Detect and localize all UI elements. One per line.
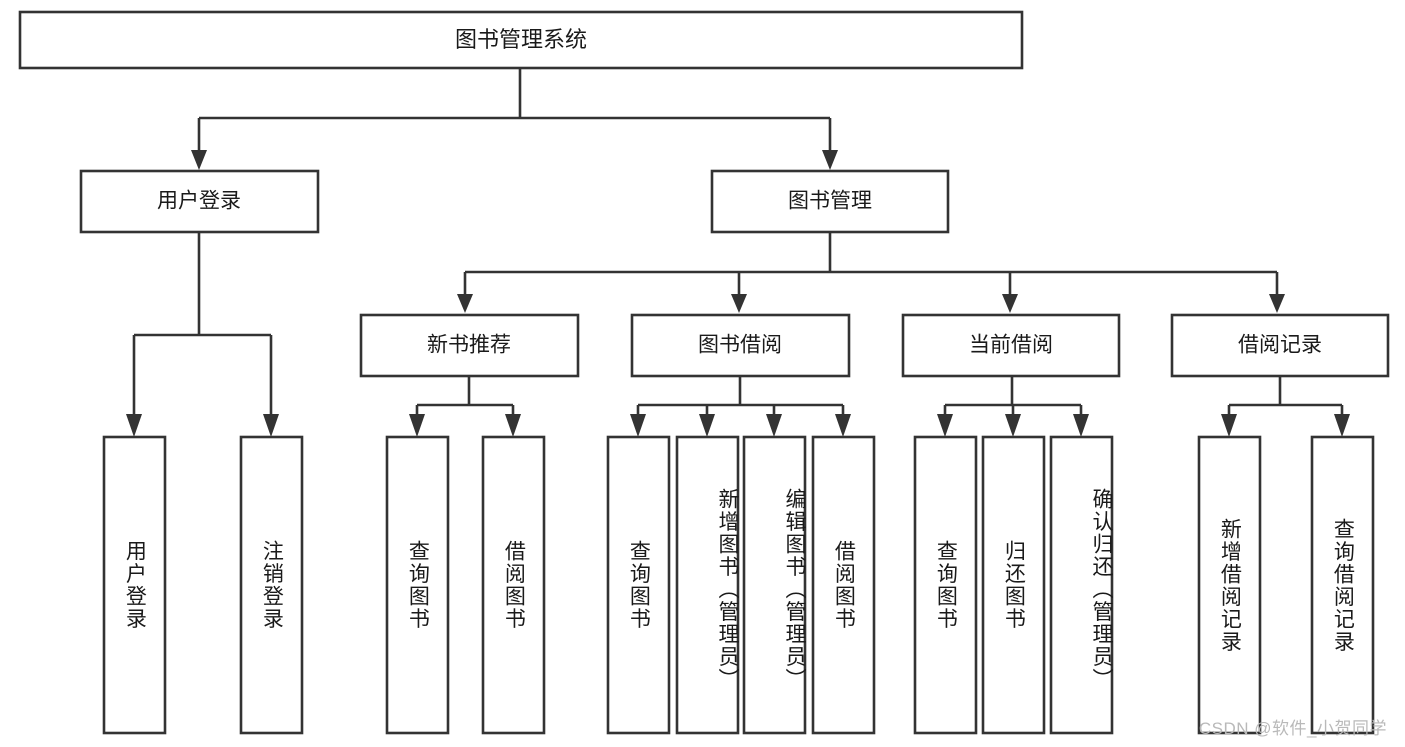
node-new-book-recommend-label: 新书推荐	[427, 334, 511, 357]
node-book-borrow-box[interactable]	[630, 313, 851, 378]
connector-group-user-login	[126, 232, 279, 437]
arrow-head-leaf-query-record	[1334, 414, 1350, 437]
arrow-head-leaf-edit-book	[766, 414, 782, 437]
arrow-head-leaf-confirm-return	[1073, 414, 1089, 437]
arrow-head-leaf-user-login	[126, 414, 142, 437]
leaf-box-edit-book[interactable]	[742, 435, 807, 735]
connector-group-new-book-leaves	[409, 376, 521, 437]
arrow-head-leaf-add-book	[699, 414, 715, 437]
arrow-head-leaf-query-book-3	[937, 414, 953, 437]
arrow-head-leaf-borrow-book-2	[835, 414, 851, 437]
leaf-box-logout[interactable]	[239, 435, 304, 735]
leaf-box-borrow-book-1[interactable]	[481, 435, 546, 735]
leaf-box-query-book-3[interactable]	[913, 435, 978, 735]
arrow-head-user-login	[191, 150, 207, 170]
arrow-head-leaf-borrow-book-1	[505, 414, 521, 437]
leaf-box-confirm-return[interactable]	[1049, 435, 1114, 735]
connector-group-borrow-record-leaves	[1221, 376, 1350, 437]
node-root-box[interactable]	[18, 10, 1024, 70]
node-borrow-record-box[interactable]	[1170, 313, 1390, 378]
node-borrow-record-label: 借阅记录	[1238, 334, 1322, 357]
leaf-box-query-book-2[interactable]	[606, 435, 671, 735]
node-user-login-label: 用户登录	[157, 190, 241, 213]
node-user-login-box[interactable]	[79, 169, 320, 234]
node-root-label: 图书管理系统	[455, 27, 587, 52]
node-book-management-box[interactable]	[710, 169, 950, 234]
leaf-box-add-book[interactable]	[675, 435, 740, 735]
node-book-management-label: 图书管理	[788, 190, 872, 213]
node-book-borrow-label: 图书借阅	[698, 334, 782, 357]
leaf-box-borrow-book-2[interactable]	[811, 435, 876, 735]
leaf-box-query-book-1[interactable]	[385, 435, 450, 735]
connector-group-root	[191, 68, 838, 170]
connector-group-book-mgmt	[457, 232, 1285, 313]
arrow-head-leaf-logout	[263, 414, 279, 437]
leaf-box-add-record[interactable]	[1197, 435, 1262, 735]
csdn-watermark: CSDN @软件_小贺同学	[1198, 719, 1387, 738]
leaf-box-user-login[interactable]	[102, 435, 167, 735]
arrow-head-leaf-query-book-2	[630, 414, 646, 437]
node-user-login[interactable]: 用户登录	[79, 169, 320, 234]
leaf-box-return-book[interactable]	[981, 435, 1046, 735]
arrow-head-borrow-record	[1269, 294, 1285, 313]
node-current-borrow-label: 当前借阅	[969, 334, 1053, 357]
leaf-box-query-record[interactable]	[1310, 435, 1375, 735]
arrow-head-book-mgmt	[822, 150, 838, 170]
node-current-borrow[interactable]: 当前借阅	[901, 313, 1121, 378]
arrow-head-current-borrow	[1002, 294, 1018, 313]
connector-group-current-borrow-leaves	[937, 376, 1089, 437]
node-borrow-record[interactable]: 借阅记录	[1170, 313, 1390, 378]
arrow-head-book-borrow	[731, 294, 747, 313]
node-new-book-recommend-box[interactable]	[359, 313, 580, 378]
node-book-borrow[interactable]: 图书借阅	[630, 313, 851, 378]
arrow-head-leaf-query-book-1	[409, 414, 425, 437]
node-book-management[interactable]: 图书管理	[710, 169, 950, 234]
arrow-head-leaf-return-book	[1005, 414, 1021, 437]
node-root[interactable]: 图书管理系统	[18, 10, 1024, 70]
arrow-head-new-book	[457, 294, 473, 313]
arrow-head-leaf-add-record	[1221, 414, 1237, 437]
connector-group-book-borrow-leaves	[630, 376, 851, 437]
node-current-borrow-box[interactable]	[901, 313, 1121, 378]
node-new-book-recommend[interactable]: 新书推荐	[359, 313, 580, 378]
